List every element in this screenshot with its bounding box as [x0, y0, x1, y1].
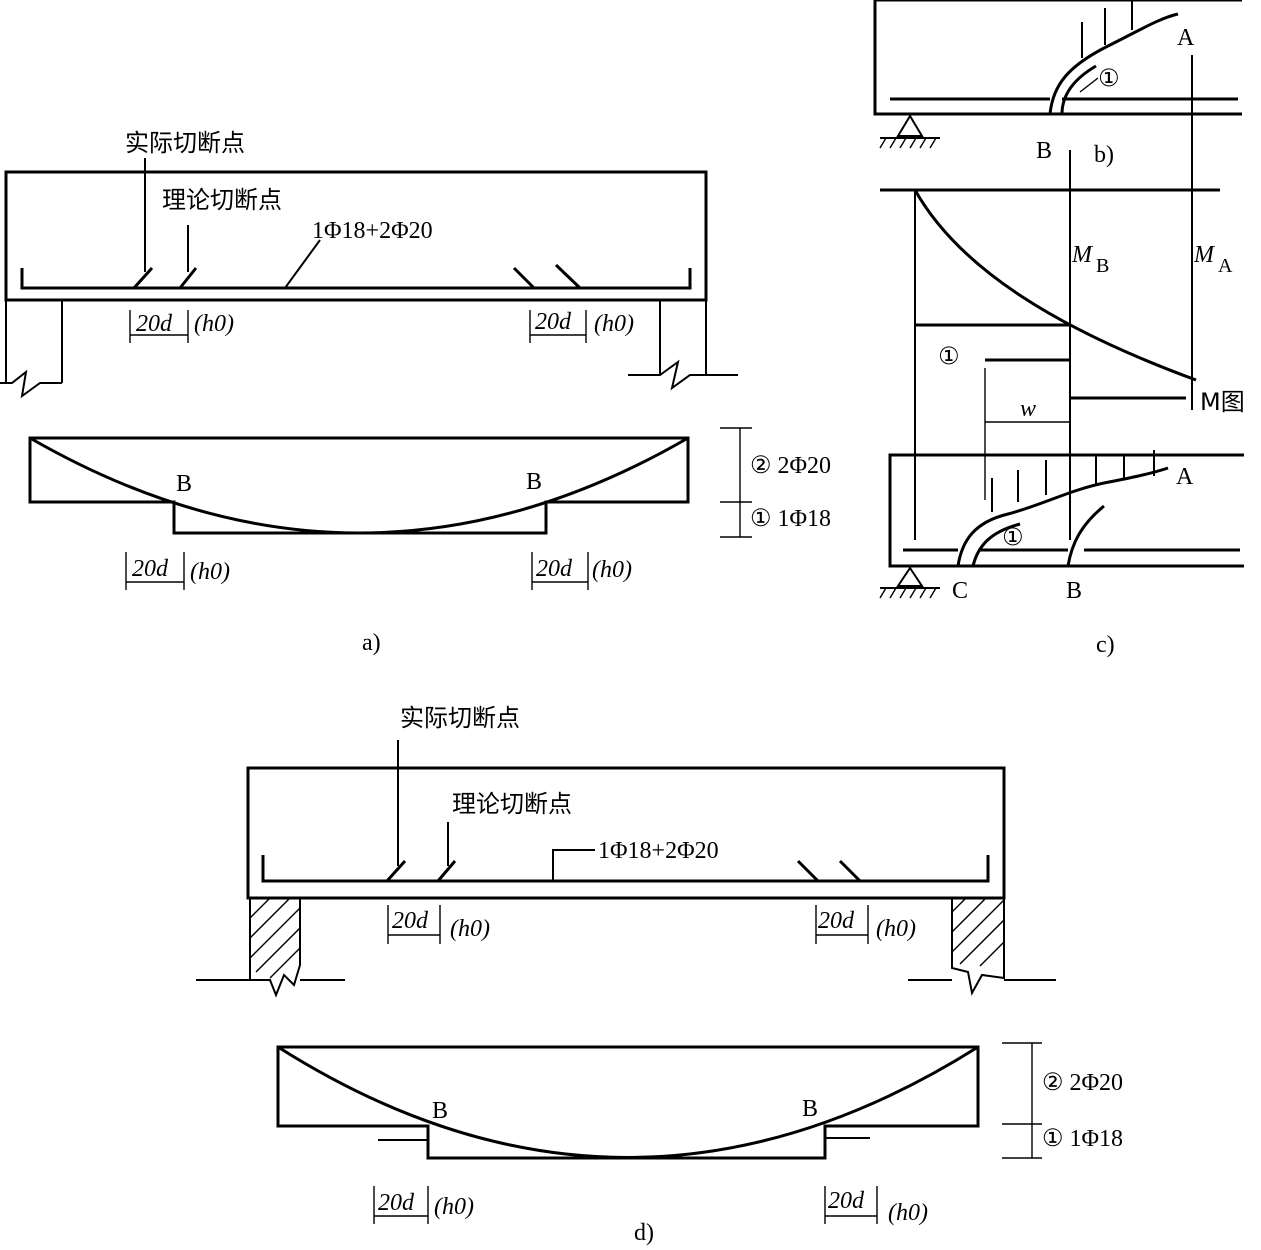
rebar-a — [20, 268, 692, 290]
svg-text:B: B — [1066, 578, 1082, 604]
svg-text:A: A — [1177, 25, 1195, 51]
svg-text:20d: 20d — [818, 908, 855, 934]
svg-text:(h0): (h0) — [876, 916, 916, 942]
right-support-a — [628, 300, 738, 391]
svg-text:① 1Φ18: ① 1Φ18 — [1042, 1126, 1123, 1152]
pin-support-c — [879, 566, 940, 599]
svg-text:①: ① — [1002, 523, 1024, 551]
svg-text:20d: 20d — [136, 311, 173, 337]
caption-c: c) — [1096, 632, 1115, 658]
left-wall-d — [196, 897, 345, 998]
svg-text:B: B — [432, 1098, 448, 1124]
svg-text:(h0): (h0) — [888, 1200, 928, 1226]
label-rebar-a: 1Φ18+2Φ20 — [312, 218, 433, 244]
svg-text:B: B — [526, 469, 542, 495]
caption-a: a) — [362, 630, 381, 656]
svg-text:① 1Φ18: ① 1Φ18 — [750, 506, 831, 532]
svg-text:①: ① — [1098, 64, 1120, 92]
label-theory-cutoff-d: 理论切断点 — [452, 790, 572, 818]
dim-20d-a-bottom-left: 20d (h0) — [125, 552, 230, 590]
svg-text:B: B — [1096, 255, 1109, 277]
label-actual-cutoff-d: 实际切断点 — [400, 704, 520, 732]
panel-d: 实际切断点 理论切断点 1Φ18+2Φ20 20d (h0) 20d (h0) … — [196, 704, 1123, 1246]
right-wall-d — [908, 897, 1056, 996]
svg-text:B: B — [802, 1096, 818, 1122]
label-theory-cutoff-a: 理论切断点 — [162, 186, 282, 214]
left-support-a — [0, 300, 63, 399]
svg-text:(h0): (h0) — [434, 1194, 474, 1220]
svg-text:A: A — [1218, 255, 1233, 277]
caption-d: d) — [634, 1220, 654, 1246]
svg-text:w: w — [1020, 396, 1036, 422]
svg-text:20d: 20d — [536, 556, 573, 582]
caption-b: b) — [1094, 142, 1114, 168]
moment-curve-a — [29, 436, 689, 535]
svg-text:20d: 20d — [378, 1190, 415, 1216]
moment-curve-d — [277, 1045, 979, 1159]
svg-text:(h0): (h0) — [594, 311, 634, 337]
moment-curve-c — [913, 189, 1197, 382]
svg-text:② 2Φ20: ② 2Φ20 — [750, 453, 831, 479]
material-diagram-a — [28, 436, 690, 535]
beam-b — [873, 0, 1242, 116]
svg-text:M: M — [1071, 242, 1094, 268]
dim-20d-a-top-right: 20d (h0) — [529, 309, 634, 343]
svg-text:C: C — [952, 578, 968, 604]
beam-c — [888, 453, 1244, 568]
dim-20d-d-bottom-right: 20d (h0) — [824, 1186, 928, 1226]
rebar-d — [261, 855, 990, 883]
svg-text:M: M — [1193, 242, 1216, 268]
svg-text:② 2Φ20: ② 2Φ20 — [1042, 1070, 1123, 1096]
svg-text:B: B — [176, 471, 192, 497]
label-M-diagram: M图 — [1200, 388, 1245, 416]
svg-text:20d: 20d — [535, 309, 572, 335]
svg-text:20d: 20d — [392, 908, 429, 934]
dim-20d-d-bottom-left: 20d (h0) — [373, 1186, 474, 1224]
svg-text:20d: 20d — [132, 556, 169, 582]
svg-text:(h0): (h0) — [194, 311, 234, 337]
beam-a — [4, 170, 708, 302]
dim-20d-a-bottom-right: 20d (h0) — [531, 552, 632, 590]
material-diagram-d — [276, 1045, 980, 1160]
svg-text:①: ① — [938, 342, 960, 370]
label-rebar-d: 1Φ18+2Φ20 — [598, 838, 719, 864]
svg-text:(h0): (h0) — [190, 559, 230, 585]
beam-d — [246, 766, 1006, 900]
panel-a: 实际切断点 理论切断点 1Φ18+2Φ20 20d (h0) 20d (h0) … — [0, 129, 831, 656]
dim-bars-a: ② 2Φ20 ① 1Φ18 — [720, 427, 831, 538]
label-actual-cutoff-a: 实际切断点 — [125, 129, 245, 157]
panel-b: ① A B b) — [873, 0, 1242, 168]
svg-text:A: A — [1176, 464, 1194, 490]
dim-bars-d: ② 2Φ20 ① 1Φ18 — [1002, 1042, 1123, 1159]
svg-text:(h0): (h0) — [450, 916, 490, 942]
dim-20d-a-top-left: 20d (h0) — [129, 310, 234, 343]
dim-20d-d-top-right: 20d (h0) — [815, 905, 916, 944]
svg-text:(h0): (h0) — [592, 557, 632, 583]
pin-support-b — [879, 114, 940, 149]
svg-text:B: B — [1036, 138, 1052, 164]
svg-text:20d: 20d — [828, 1188, 865, 1214]
dim-20d-d-top-left: 20d (h0) — [387, 905, 490, 944]
